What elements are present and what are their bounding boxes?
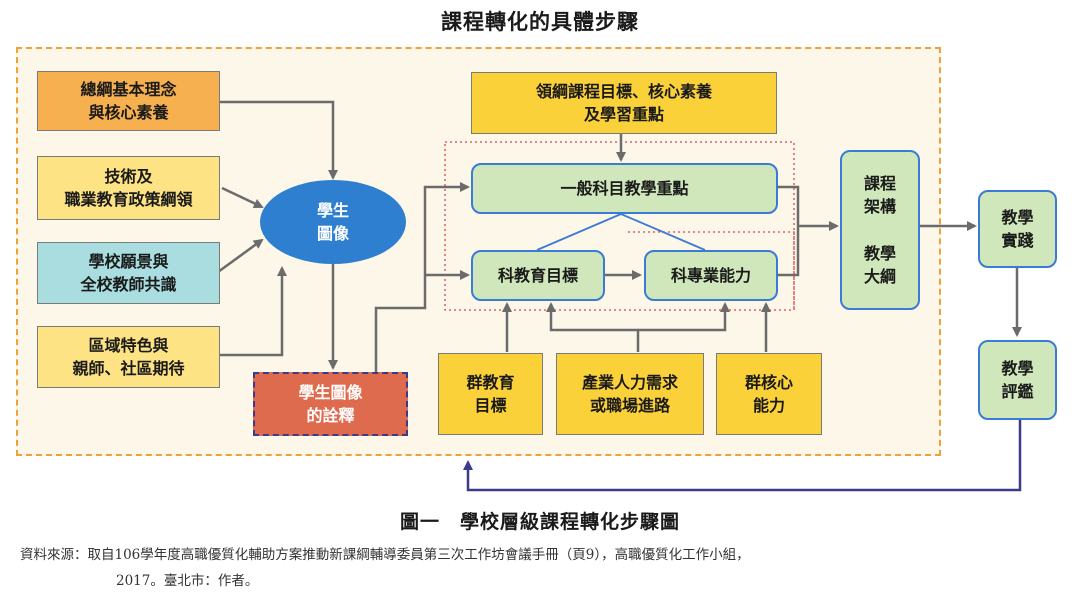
- group-core-box: 群核心 能力: [716, 353, 822, 435]
- curriculum-structure-box: 課程 架構 教學 大綱: [840, 150, 920, 310]
- dotted-frame-inner: [628, 231, 795, 310]
- school-vision-box: 學校願景與 全校教師共識: [37, 242, 220, 304]
- guideline-goals-box: 領綱課程目標、核心素養 及學習重點: [471, 72, 777, 134]
- source-line-2: 2017。臺北市：作者。: [116, 573, 259, 589]
- general-subject-box: 一般科目教學重點: [471, 163, 778, 214]
- regional-expectation-box: 區域特色與 親師、社區期待: [37, 326, 220, 388]
- student-image-interpretation-box: 學生圖像 的詮釋: [253, 372, 408, 436]
- source-note: 資料來源：取自106學年度高職優質化輔助方案推動新課綱輔導委員第三次工作坊會議手…: [20, 542, 1070, 594]
- industry-needs-box: 產業人力需求 或職場進路: [556, 353, 704, 435]
- student-image-oval: 學生 圖像: [260, 180, 406, 264]
- figure-caption: 圖一 學校層級課程轉化步驟圖: [399, 511, 680, 533]
- source-line-1: 資料來源：取自106學年度高職優質化輔助方案推動新課綱輔導委員第三次工作坊會議手…: [20, 547, 750, 563]
- tech-policy-box: 技術及 職業教育政策綱領: [37, 156, 220, 220]
- teaching-evaluation-box: 教學 評鑑: [978, 340, 1057, 420]
- group-goals-box: 群教育 目標: [438, 353, 543, 435]
- dept-competence-box: 科專業能力: [644, 250, 778, 301]
- general-concept-box: 總綱基本理念 與核心素養: [37, 71, 220, 131]
- diagram-title: 課程轉化的具體步驟: [441, 10, 639, 34]
- dept-goals-box: 科教育目標: [471, 250, 605, 301]
- dotted-frame-outer: [444, 141, 795, 311]
- teaching-practice-box: 教學 實踐: [978, 190, 1057, 268]
